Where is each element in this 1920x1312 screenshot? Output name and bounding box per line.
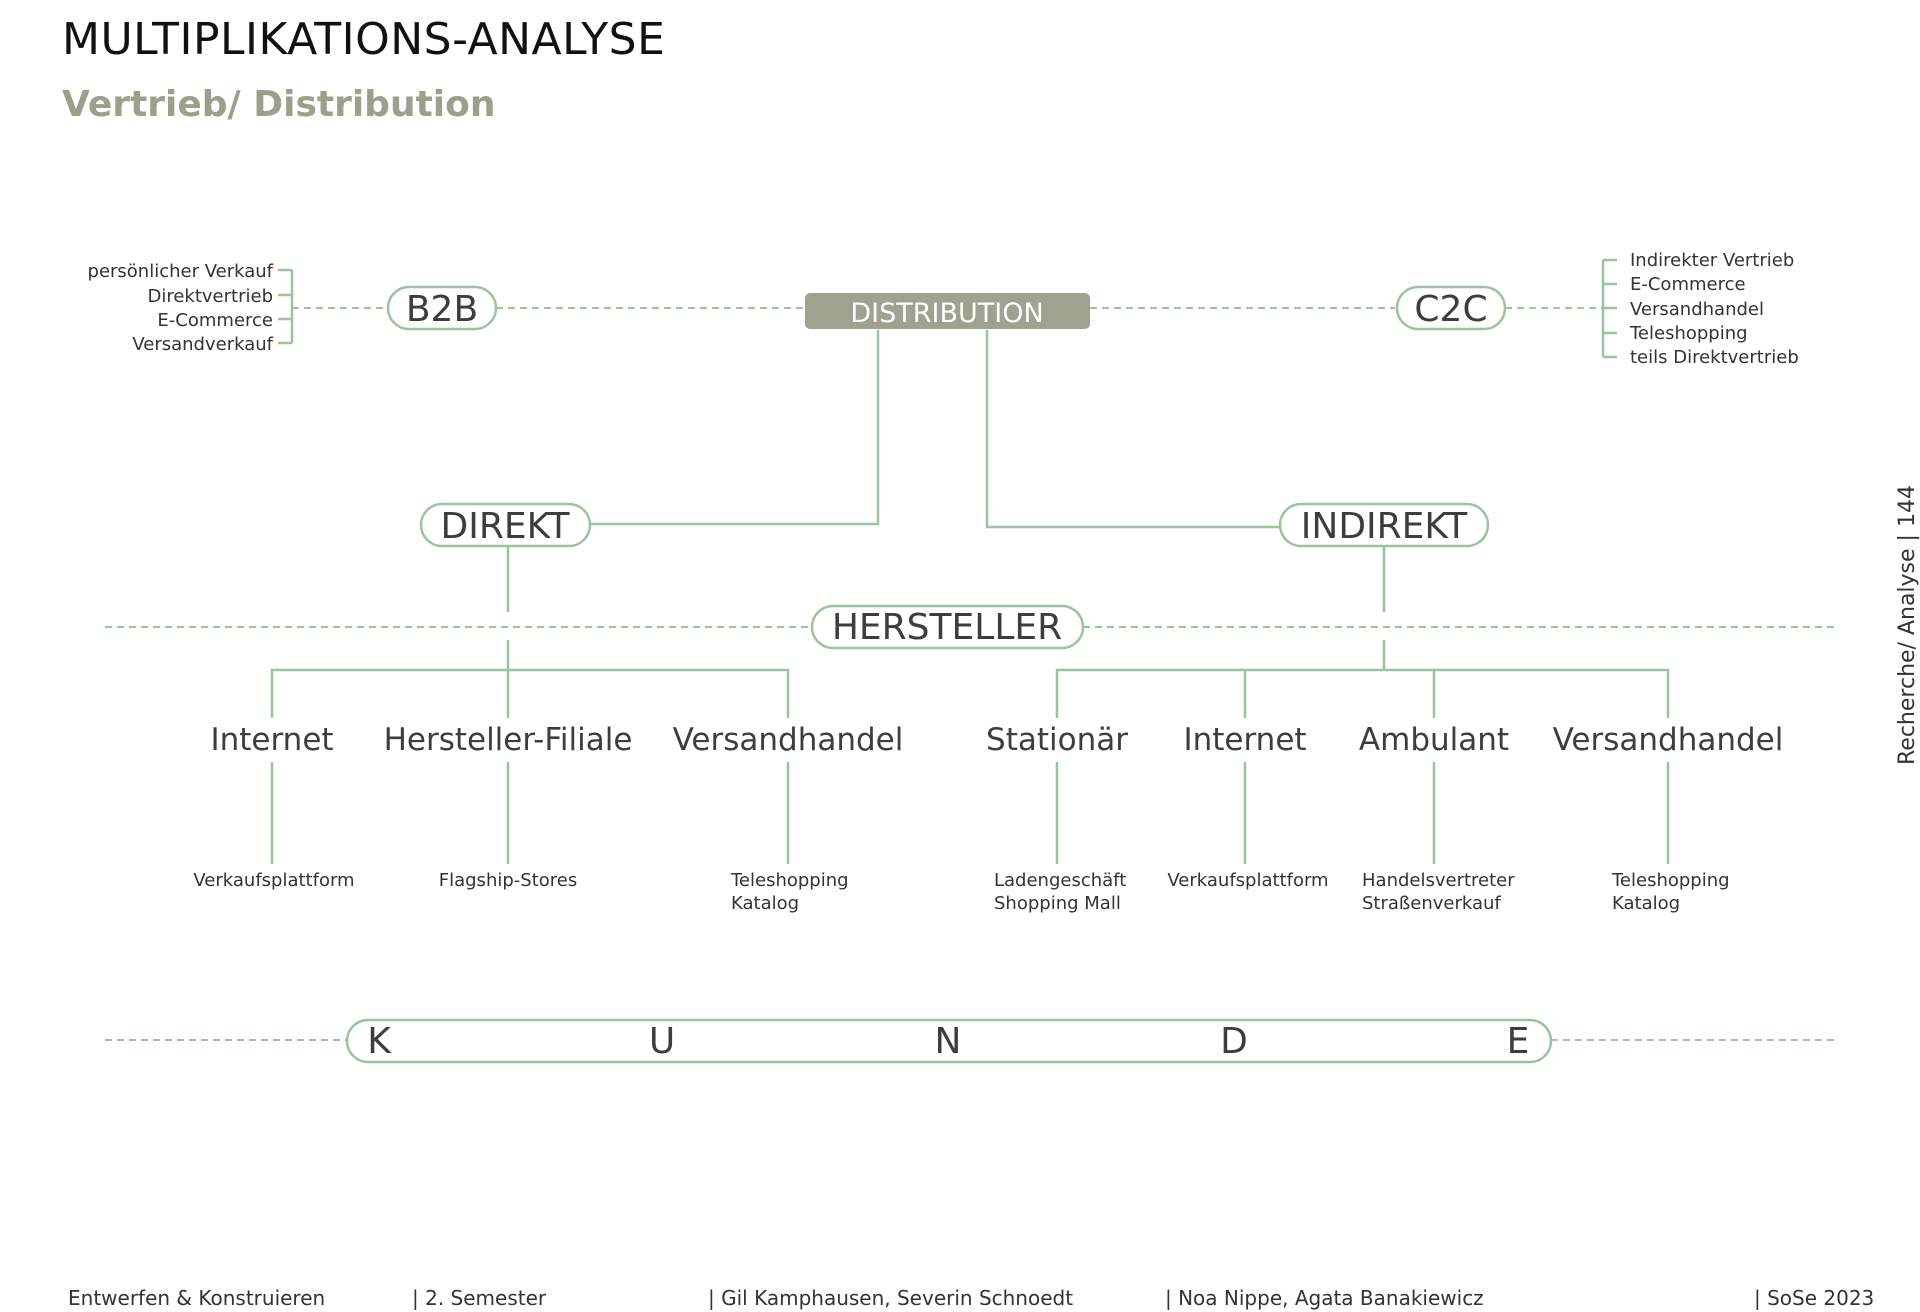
c2c-item: Indirekter Vertrieb	[1630, 250, 1794, 271]
detail-label: Verkaufsplattform	[1167, 870, 1328, 891]
detail-label: Ladengeschäft	[994, 870, 1126, 891]
page-subtitle: Vertrieb/ Distribution	[62, 84, 496, 125]
b2b-item: Versandverkauf	[132, 334, 273, 355]
c2c-item: Versandhandel	[1630, 299, 1764, 320]
indirekt-branch	[1055, 668, 1670, 718]
b2b-label: B2B	[406, 289, 478, 330]
kunde-letter: K	[367, 1021, 392, 1062]
detail-label: Teleshopping	[730, 870, 849, 891]
c2c-node	[1395, 285, 1507, 331]
b2b-item: persönlicher Verkauf	[88, 261, 274, 282]
channel-versandhandel: Versandhandel	[1553, 722, 1784, 758]
detail-label: Handelsvertreter	[1362, 870, 1515, 891]
detail-label: Verkaufsplattform	[193, 870, 354, 891]
c2c-bracket	[1601, 258, 1617, 359]
direkt-label: DIREKT	[441, 506, 571, 547]
hersteller-node	[810, 604, 1085, 650]
detail-label: Katalog	[731, 893, 799, 914]
b2b-item: Direktvertrieb	[147, 286, 273, 307]
detail-label: Shopping Mall	[994, 893, 1121, 914]
footer-term: | SoSe 2023	[1754, 1286, 1875, 1310]
c2c-item: teils Direktvertrieb	[1630, 347, 1799, 368]
kunde-letter: U	[649, 1021, 675, 1062]
b2b-node	[386, 285, 498, 331]
indirekt-label: INDIREKT	[1301, 506, 1468, 547]
c2c-item: Teleshopping	[1629, 323, 1748, 344]
hersteller-label: HERSTELLER	[832, 607, 1062, 648]
detail-label: Teleshopping	[1611, 870, 1730, 891]
channel-internet: Internet	[1183, 722, 1306, 758]
b2b-item: E-Commerce	[157, 310, 273, 331]
footer-semester: | 2. Semester	[412, 1286, 547, 1310]
channel-hersteller-filiale: Hersteller-Filiale	[384, 722, 633, 758]
detail-label: Katalog	[1612, 893, 1680, 914]
channel-versandhandel: Versandhandel	[673, 722, 904, 758]
channel-internet: Internet	[210, 722, 333, 758]
direkt-node	[419, 502, 592, 548]
direkt-branch	[270, 668, 790, 718]
distribution-indirekt-line	[985, 330, 1280, 529]
c2c-label: C2C	[1414, 289, 1487, 330]
kunde-node	[345, 1018, 1553, 1064]
detail-label: Straßenverkauf	[1362, 893, 1501, 914]
side-label: Recherche/ Analyse | 144	[1895, 485, 1920, 765]
channel-ambulant: Ambulant	[1359, 722, 1509, 758]
footer-teachers: | Gil Kamphausen, Severin Schnoedt	[708, 1286, 1074, 1310]
kunde-letter: E	[1507, 1021, 1530, 1062]
detail-label: Flagship-Stores	[439, 870, 577, 891]
distribution-label: DISTRIBUTION	[850, 298, 1043, 329]
kunde-letter: D	[1220, 1021, 1248, 1062]
footer-students: | Noa Nippe, Agata Banakiewicz	[1165, 1286, 1484, 1310]
distribution-direkt-line	[590, 330, 880, 526]
kunde-letter: N	[935, 1021, 962, 1062]
channel-stationaer: Stationär	[986, 722, 1128, 758]
c2c-item: E-Commerce	[1630, 274, 1746, 295]
page-title: MULTIPLIKATIONS-ANALYSE	[62, 14, 666, 65]
distribution-node	[805, 293, 1090, 329]
b2b-bracket	[278, 268, 294, 345]
footer-course: Entwerfen & Konstruieren	[68, 1286, 326, 1310]
